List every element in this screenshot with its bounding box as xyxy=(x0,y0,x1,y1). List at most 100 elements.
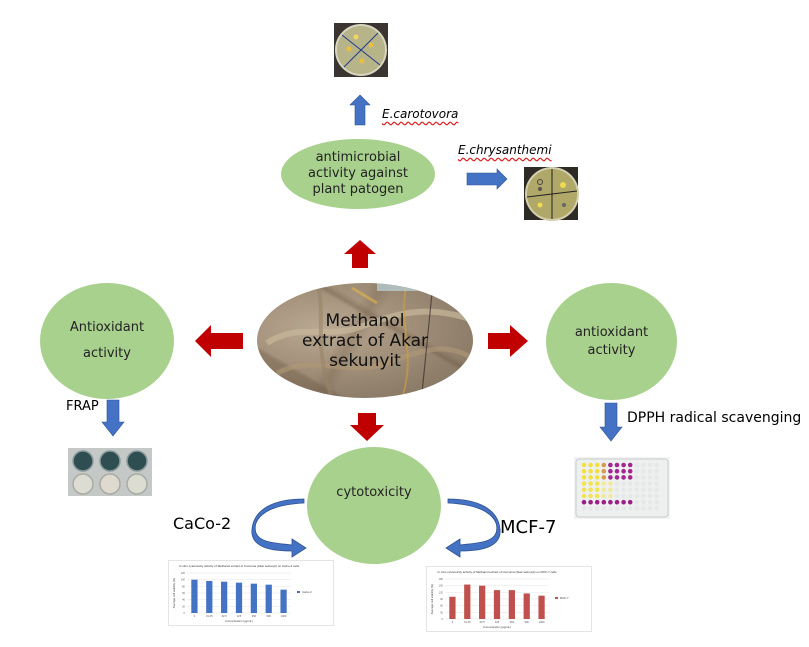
well xyxy=(581,481,587,486)
center-node-methanol-extract: Methanol extract of Akar sekunyit xyxy=(257,283,473,398)
well xyxy=(614,481,620,486)
bar xyxy=(235,582,243,613)
well xyxy=(621,493,626,499)
well xyxy=(581,468,587,474)
well xyxy=(614,487,620,493)
well xyxy=(634,481,640,486)
well xyxy=(647,468,653,474)
well xyxy=(608,481,613,486)
well xyxy=(627,506,633,511)
curved-arrow-mcf7-icon xyxy=(445,498,501,558)
well xyxy=(641,506,646,511)
label-caco2: CaCo-2 xyxy=(173,514,232,533)
well xyxy=(588,462,593,468)
well xyxy=(647,481,653,486)
bar xyxy=(464,584,471,619)
well xyxy=(634,499,640,505)
well xyxy=(614,506,620,511)
well xyxy=(654,487,659,493)
arrow-down-red-icon xyxy=(350,413,384,441)
y-tick-label: 60 xyxy=(440,604,443,608)
well xyxy=(588,475,593,480)
well xyxy=(594,462,600,468)
well xyxy=(601,462,607,468)
well xyxy=(608,475,613,480)
chart-caco2-svg: In vitro cytotoxicity activity of Methan… xyxy=(172,564,312,623)
y-tick-label: 120 xyxy=(181,571,186,575)
well xyxy=(601,506,607,511)
well xyxy=(627,475,633,480)
center-title-line1: Methanol xyxy=(325,310,405,331)
well xyxy=(634,506,640,511)
label-frap: FRAP xyxy=(66,399,99,414)
x-tick-label: 500 xyxy=(525,620,530,624)
well xyxy=(601,481,607,486)
well xyxy=(594,493,600,499)
dpph-well-plate-graphic xyxy=(575,458,669,518)
y-tick-label: 60 xyxy=(182,591,185,595)
well xyxy=(581,493,587,499)
bar xyxy=(250,583,257,613)
well xyxy=(641,468,646,474)
node-antioxidant-activity-frap: Antioxidant activity xyxy=(40,283,174,399)
well xyxy=(581,475,587,480)
node-antimicrobial-line2: activity against xyxy=(308,166,408,181)
well xyxy=(581,462,587,468)
y-tick-label: 30 xyxy=(440,610,443,614)
x-tick-label: 0 xyxy=(194,614,196,618)
bar xyxy=(523,593,530,619)
petri-dish-chrysanthemi-graphic xyxy=(525,167,579,221)
well xyxy=(581,506,587,511)
well xyxy=(601,499,607,505)
well xyxy=(654,499,659,505)
well xyxy=(608,468,613,474)
well xyxy=(608,506,613,511)
well xyxy=(614,468,620,474)
y-tick-label: 20 xyxy=(182,604,185,608)
node-right-line2: activity xyxy=(587,342,636,358)
well xyxy=(621,468,626,474)
y-tick-label: 0 xyxy=(442,617,444,621)
x-tick-label: 125 xyxy=(237,614,242,618)
node-cytotoxicity: cytotoxicity xyxy=(307,447,441,564)
well xyxy=(588,493,593,499)
well xyxy=(588,499,593,505)
well xyxy=(588,481,593,486)
well xyxy=(608,493,613,499)
well xyxy=(647,487,653,493)
well xyxy=(641,493,646,499)
well xyxy=(627,462,633,468)
arrow-right-blue-icon xyxy=(466,168,508,190)
well xyxy=(621,499,626,505)
chart-caco2: In vitro cytotoxicity activity of Methan… xyxy=(168,560,334,626)
chart-title: In vitro cytotoxicity activity of Methan… xyxy=(179,564,300,568)
label-mcf7: MCF-7 xyxy=(500,517,557,538)
node-right-line1: antioxidant xyxy=(574,324,649,340)
node-antimicrobial-line3: plant patogen xyxy=(312,182,404,197)
curved-arrow-caco2-icon xyxy=(251,498,307,558)
x-tick-label: 62.5 xyxy=(480,620,486,624)
well xyxy=(601,487,607,493)
arrow-down-blue-dpph-icon xyxy=(599,402,623,442)
well xyxy=(634,487,640,493)
bar xyxy=(280,589,287,613)
x-tick-label: 1000 xyxy=(539,620,545,624)
bar xyxy=(449,596,456,619)
bar xyxy=(508,590,515,619)
well xyxy=(647,499,653,505)
y-axis-label: Average cell viability (%) xyxy=(172,578,176,608)
frap-well-plate-graphic xyxy=(68,448,152,496)
well xyxy=(654,506,659,511)
well xyxy=(601,493,607,499)
y-axis-label: Average cell viability (%) xyxy=(430,584,434,614)
well xyxy=(654,475,659,480)
legend-swatch xyxy=(297,591,300,593)
well xyxy=(647,493,653,499)
well xyxy=(588,468,593,474)
center-title-line3: sekunyit xyxy=(329,350,401,371)
well xyxy=(608,462,613,468)
label-dpph: DPPH radical scavenging xyxy=(627,410,802,426)
bar xyxy=(479,585,486,619)
node-antioxidant-activity-dpph: antioxidant activity xyxy=(546,283,677,400)
well xyxy=(594,475,600,480)
